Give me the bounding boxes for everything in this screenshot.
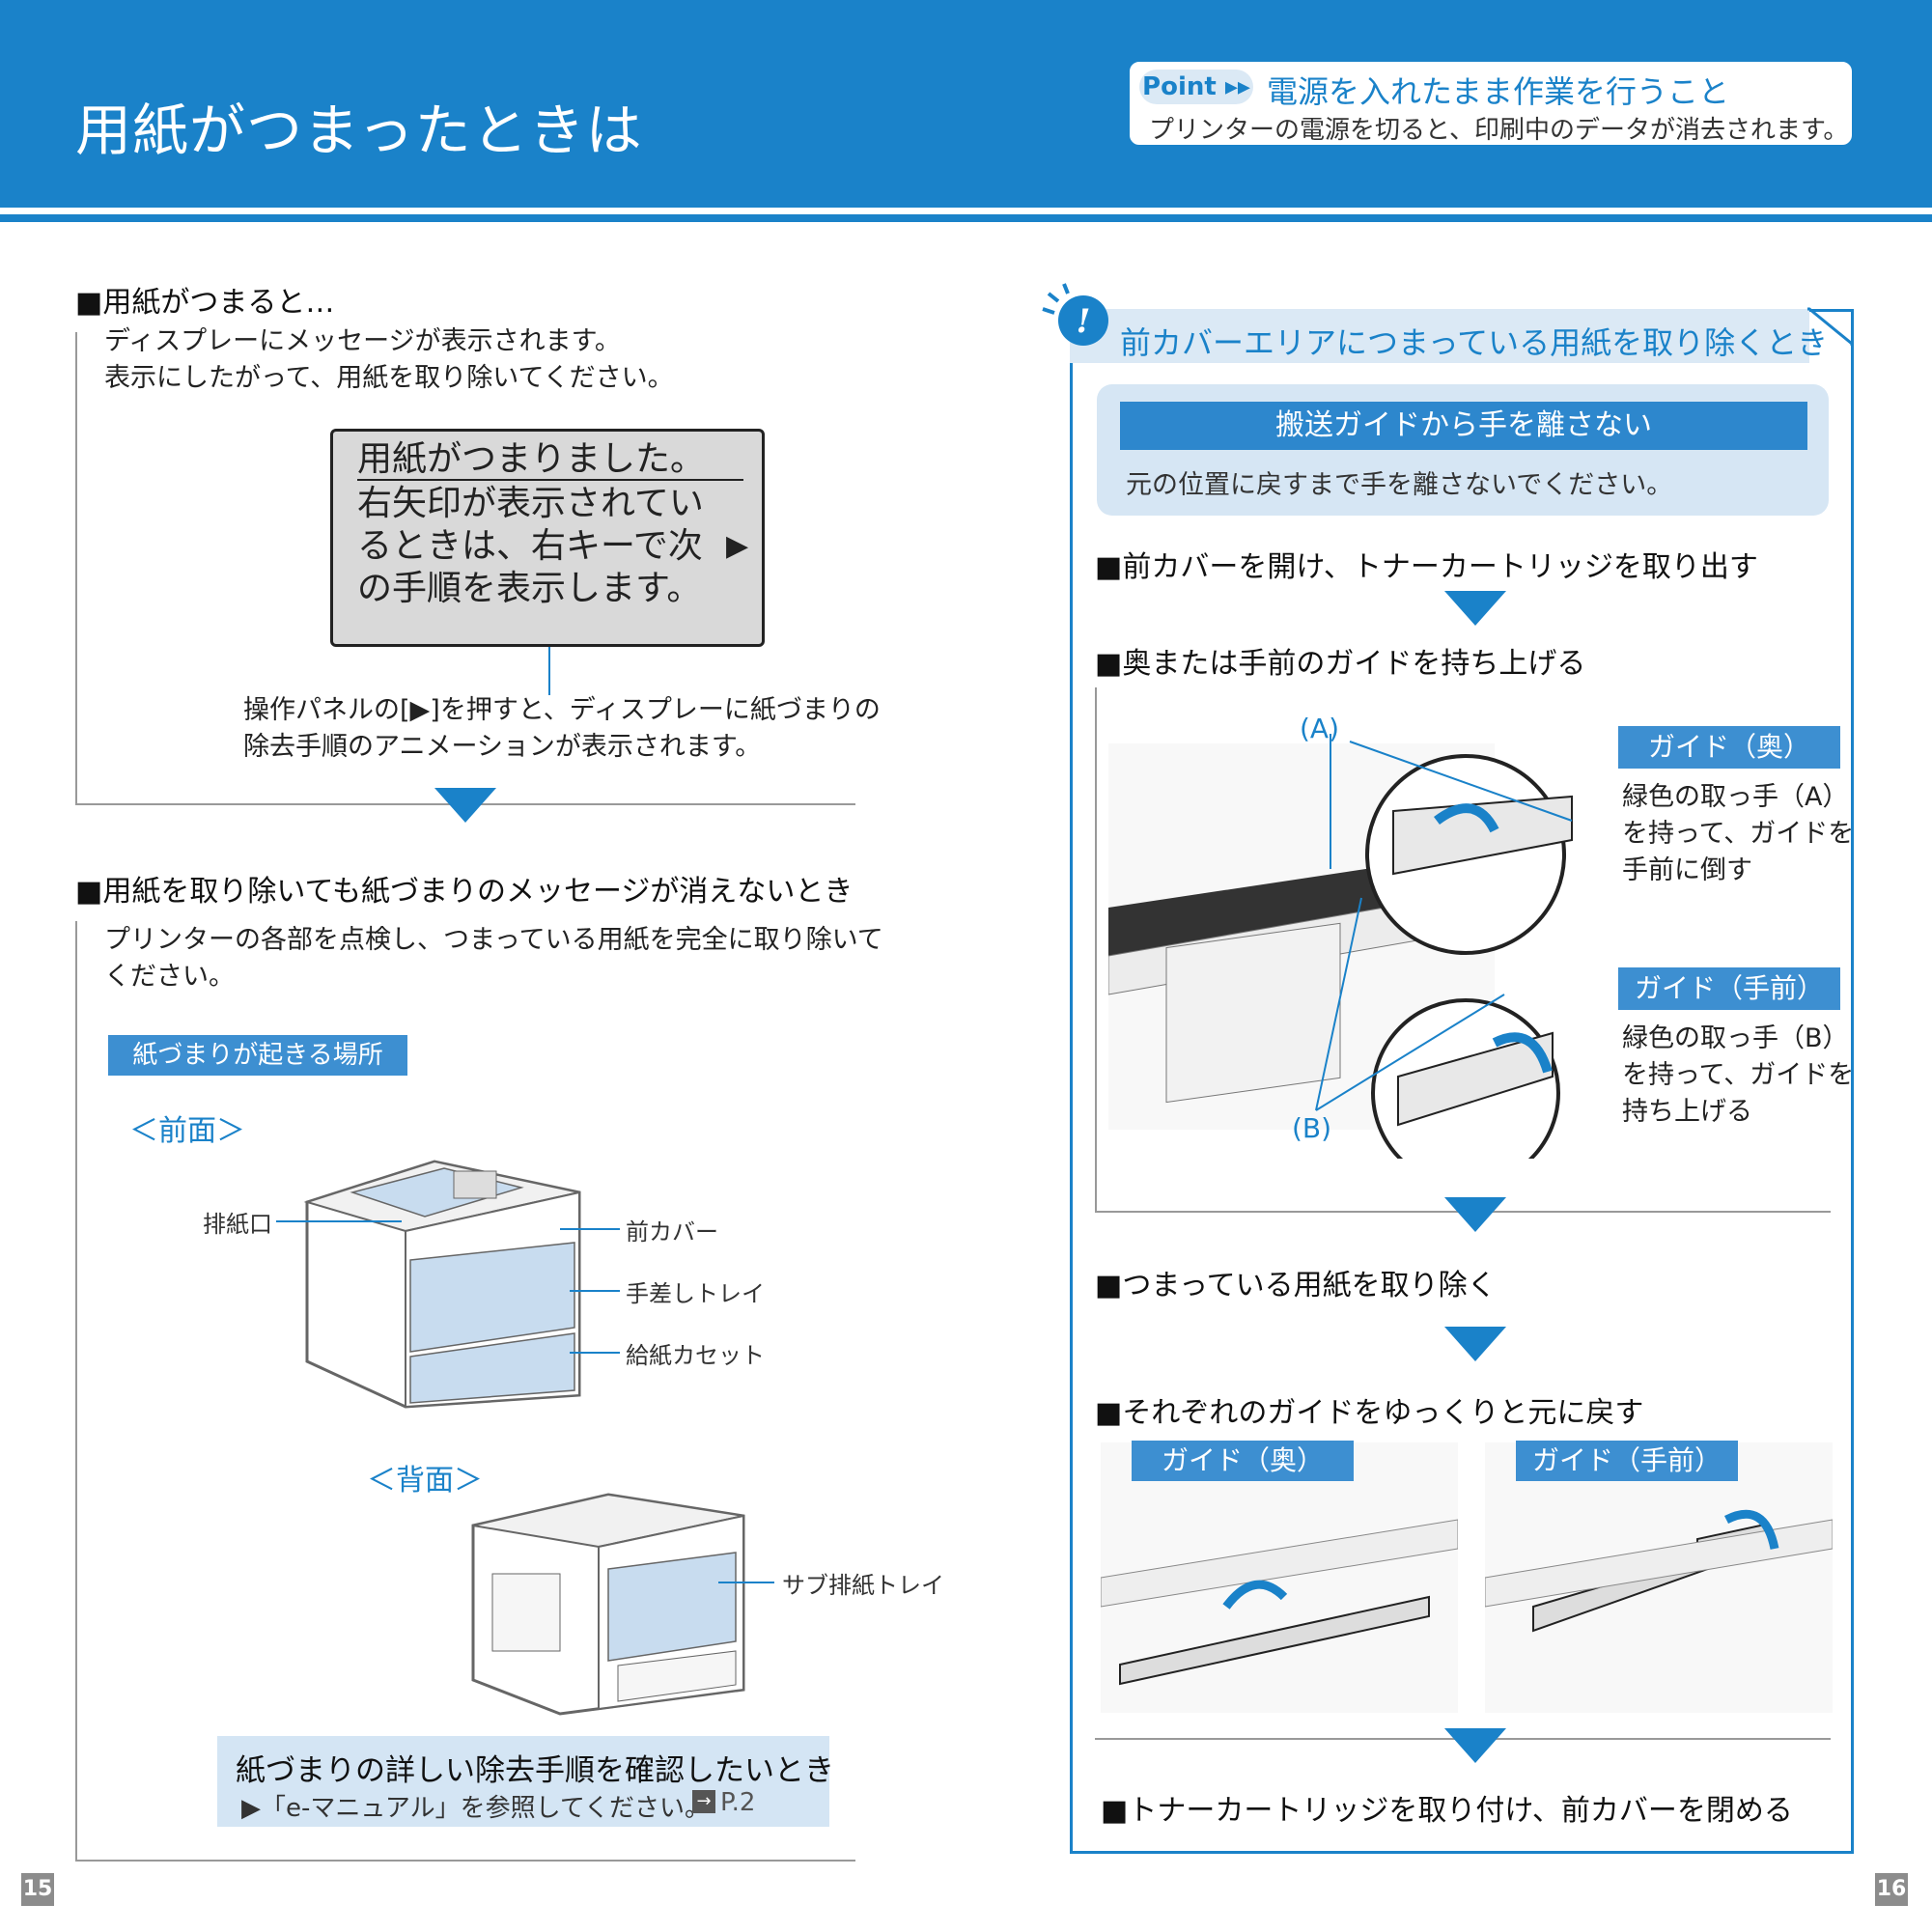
callout-sub-tray: サブ排紙トレイ <box>782 1572 944 1599</box>
display-screen <box>330 429 765 647</box>
label-a: (A) <box>1300 713 1340 744</box>
section-heading-persist: ■用紙を取り除いても紙づまりのメッセージが消えないとき <box>75 875 854 909</box>
callout-manual-tray: 手差しトレイ <box>626 1280 765 1307</box>
exclamation-icon: ! <box>1042 283 1108 346</box>
callout-line <box>560 1228 620 1230</box>
callout-line <box>276 1220 402 1222</box>
point-text: プリンターの電源を切ると、印刷中のデータが消去されます。 <box>1149 116 1849 145</box>
body-text: ディスプレーにメッセージが表示されます。 <box>104 326 621 356</box>
body-text: ください。 <box>104 962 235 992</box>
section-heading-jam: ■用紙がつまると… <box>75 286 335 320</box>
front-view-label: ＜前面＞ <box>129 1114 245 1148</box>
bracket-line <box>1095 687 1097 1211</box>
panel-header <box>1070 309 1809 363</box>
bracket-line <box>75 921 77 1860</box>
callout-line <box>570 1290 620 1292</box>
back-view-label: ＜背面＞ <box>367 1464 483 1498</box>
caption: 除去手順のアニメーションが表示されます。 <box>243 732 762 762</box>
header-divider <box>0 214 1932 222</box>
callout-front-cover: 前カバー <box>626 1218 718 1246</box>
bottom-guide-front-label: ガイド（手前） <box>1516 1441 1738 1481</box>
location-label: 紙づまりが起きる場所 <box>108 1035 407 1076</box>
printer-back-illustration <box>471 1493 745 1716</box>
guide-back-restore-illustration <box>1101 1442 1458 1713</box>
down-arrow-icon <box>1444 1728 1506 1763</box>
callout-cassette: 給紙カセット <box>626 1342 765 1369</box>
panel-title: 前カバーエリアにつまっている用紙を取り除くとき <box>1120 324 1829 361</box>
callout-line <box>570 1352 620 1354</box>
guide-back-text: を持って、ガイドを <box>1622 819 1855 849</box>
info-box <box>217 1736 829 1827</box>
svg-text:!: ! <box>1077 302 1091 341</box>
display-line: の手順を表示します。 <box>357 569 702 608</box>
bracket-line <box>75 1860 855 1862</box>
warning-text: 元の位置に戻すまで手を離さないでください。 <box>1126 470 1673 500</box>
bracket-line <box>75 332 77 803</box>
body-text: 表示にしたがって、用紙を取り除いてください。 <box>104 363 674 393</box>
arrow-box-icon: → <box>692 1790 715 1813</box>
point-badge: Point ▸▸ <box>1139 70 1253 104</box>
step-lift-guide: ■奥または手前のガイドを持ち上げる <box>1095 647 1586 681</box>
step-install-toner: ■トナーカートリッジを取り付け、前カバーを閉める <box>1101 1794 1793 1828</box>
step-remove-paper: ■つまっている用紙を取り除く <box>1095 1269 1497 1302</box>
display-line: 右矢印が表示されてい <box>357 484 704 523</box>
guide-back-text: 緑色の取っ手（A） <box>1622 782 1849 812</box>
callout-line <box>548 647 550 695</box>
right-arrow-icon: ▶ <box>726 529 749 563</box>
info-title: 紙づまりの詳しい除去手順を確認したいとき <box>236 1753 834 1788</box>
page-title: 用紙がつまったときは <box>75 98 643 163</box>
body-text: プリンターの各部を点検し、つまっている用紙を完全に取り除いて <box>104 925 883 955</box>
point-title: 電源を入れたまま作業を行うこと <box>1267 73 1730 110</box>
down-arrow-icon <box>1444 1197 1506 1232</box>
callout-exit: 排紙口 <box>203 1211 272 1238</box>
warning-title: 搬送ガイドから手を離さない <box>1120 402 1807 450</box>
callout-line <box>718 1582 774 1583</box>
bottom-guide-back-label: ガイド（奥） <box>1132 1441 1354 1481</box>
info-ref-link[interactable]: P.2 <box>720 1788 756 1817</box>
display-line: 用紙がつまりました。 <box>357 439 706 479</box>
guide-front-text: を持って、ガイドを <box>1622 1060 1855 1090</box>
info-text: ▶「e-マニュアル」を参照してください。 <box>241 1794 711 1823</box>
step-restore-guides: ■それぞれのガイドをゆっくりと元に戻す <box>1095 1396 1644 1430</box>
display-underline <box>357 479 743 481</box>
page-number-left: 15 <box>21 1873 54 1906</box>
guide-front-restore-illustration <box>1485 1442 1833 1713</box>
step-open-cover: ■前カバーを開け、トナーカートリッジを取り出す <box>1095 550 1758 584</box>
guide-illustration <box>1108 734 1573 1159</box>
guide-front-label: ガイド（手前） <box>1618 967 1840 1010</box>
display-line: るときは、右キーで次 <box>357 526 703 566</box>
down-arrow-icon <box>1444 591 1506 626</box>
printer-front-illustration <box>303 1160 581 1409</box>
down-arrow-icon <box>434 788 496 823</box>
guide-back-text: 手前に倒す <box>1622 855 1752 885</box>
down-arrow-icon <box>1444 1327 1506 1361</box>
guide-front-text: 緑色の取っ手（B） <box>1622 1023 1849 1053</box>
guide-front-text: 持ち上げる <box>1622 1097 1752 1127</box>
folded-corner-icon <box>1807 307 1854 346</box>
label-b: (B) <box>1292 1112 1332 1144</box>
page-number-right: 16 <box>1875 1873 1908 1906</box>
caption: 操作パネルの[▶]を押すと、ディスプレーに紙づまりの <box>243 695 881 725</box>
guide-back-label: ガイド（奥） <box>1618 726 1840 769</box>
